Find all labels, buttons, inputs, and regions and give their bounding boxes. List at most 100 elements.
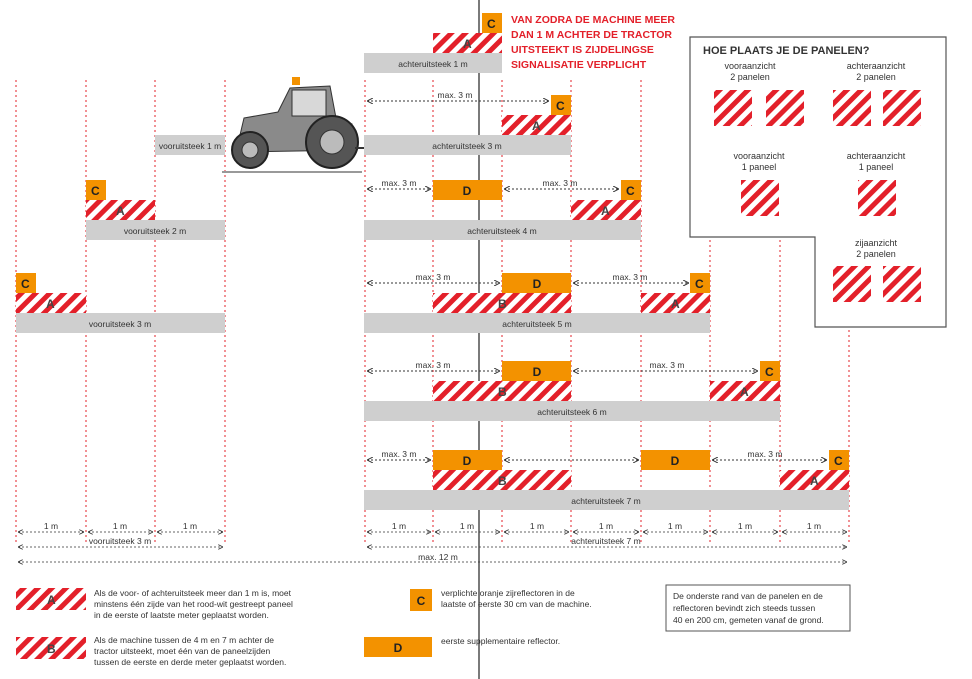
machine-bar xyxy=(155,135,225,155)
panel-letter: A xyxy=(46,297,55,311)
panel-letter: B xyxy=(498,385,507,399)
panel-a xyxy=(433,33,502,53)
ruler-1m-label: 1 m xyxy=(738,521,752,531)
panel-icon xyxy=(766,90,804,126)
ruler-1m-label: 1 m xyxy=(392,521,406,531)
machine-bar xyxy=(364,220,641,240)
reflector-letter: C xyxy=(91,184,100,198)
back2-count: 2 panelen xyxy=(856,72,896,82)
max3-label: max. 3 m xyxy=(382,449,417,459)
panel-a xyxy=(780,470,849,490)
row-achter-5m: max. 3 m D B max. 3 m A C achteruitsteek… xyxy=(364,272,710,333)
panel-letter: A xyxy=(671,297,680,311)
legend-reflector-d xyxy=(364,637,432,657)
legend-panel-a xyxy=(16,588,86,610)
legend-b-line: tractor uitsteekt, moet één van de panee… xyxy=(94,646,271,656)
row-voor-1m: vooruitsteek 1 m xyxy=(155,135,225,155)
max3-label: max. 3 m xyxy=(438,90,473,100)
panel-b xyxy=(433,470,571,490)
reflector-letter: C xyxy=(556,99,565,113)
bar-label: achteruitsteek 3 m xyxy=(432,141,501,151)
row-achter-1m: A C achteruitsteek 1 m xyxy=(364,13,502,73)
ruler-1m-label: 1 m xyxy=(460,521,474,531)
reflector-c xyxy=(621,180,641,200)
reflector-c xyxy=(482,13,502,33)
reflector-letter: C xyxy=(21,277,30,291)
panel-icon xyxy=(833,90,871,126)
legend-a-line: Als de voor- of achteruitsteek meer dan … xyxy=(94,588,292,598)
guide-lines xyxy=(15,80,850,545)
legend-panel-b xyxy=(16,637,86,659)
row-achter-3m: max. 3 m A C achteruitsteek 3 m xyxy=(364,90,571,155)
panel-b xyxy=(433,293,571,313)
ruler-1m-label: 1 m xyxy=(668,521,682,531)
panel-a xyxy=(710,381,780,401)
max3-label: max. 3 m xyxy=(748,449,783,459)
panel-icon xyxy=(883,90,921,126)
machine-bar xyxy=(364,53,502,73)
reflector-c xyxy=(86,180,106,200)
panel-a xyxy=(86,200,155,220)
panel-icon xyxy=(858,180,896,216)
legend-c-line: verplichte oranje zijreflectoren in de xyxy=(441,588,575,598)
reflector-letter: C xyxy=(487,17,496,31)
panel-letter: A xyxy=(532,119,541,133)
bar-label: achteruitsteek 1 m xyxy=(398,59,467,69)
panel-icon xyxy=(714,90,752,126)
reflector-letter: C xyxy=(626,184,635,198)
max3-label: max. 3 m xyxy=(416,272,451,282)
note-line: reflectoren bevindt zich steeds tussen xyxy=(673,603,815,613)
reflector-c xyxy=(551,95,571,115)
machine-bar xyxy=(364,490,849,510)
warning-text: VAN ZODRA DE MACHINE MEER DAN 1 M ACHTER… xyxy=(511,14,675,71)
ruler-1m-label: 1 m xyxy=(530,521,544,531)
panel-letter: A xyxy=(601,204,610,218)
legend-reflector-c xyxy=(410,589,432,611)
reflector-c xyxy=(829,450,849,470)
bar-label: achteruitsteek 4 m xyxy=(467,226,536,236)
reflector-c xyxy=(760,361,780,381)
panel-letter: A xyxy=(463,37,472,51)
ruler-1m-label: 1 m xyxy=(183,521,197,531)
panel-placement-box: HOE PLAATS JE DE PANELEN? vooraanzicht 2… xyxy=(689,36,947,328)
reflector-d xyxy=(502,273,571,293)
panel-a xyxy=(571,200,641,220)
machine-bar xyxy=(364,135,571,155)
reflector-d xyxy=(433,450,502,470)
ruler-max12-label: max. 12 m xyxy=(418,552,458,562)
ruler-achter7-label: achteruitsteek 7 m xyxy=(571,536,640,546)
max3-label: max. 3 m xyxy=(416,360,451,370)
machine-bar xyxy=(86,220,225,240)
legend-c-line: laatste of eerste 30 cm van de machine. xyxy=(441,599,592,609)
reflector-d xyxy=(502,361,571,381)
panel-letter: A xyxy=(810,474,819,488)
max3-label: max. 3 m xyxy=(613,272,648,282)
bar-label: vooruitsteek 2 m xyxy=(124,226,186,236)
machine-bar xyxy=(16,313,225,333)
reflector-letter: D xyxy=(463,454,472,468)
machine-bar xyxy=(364,313,710,333)
legend-b-line: Als de machine tussen de 4 m en 7 m acht… xyxy=(94,635,274,645)
max3-label: max. 3 m xyxy=(382,178,417,188)
side2-label: zijaanzicht xyxy=(855,238,898,248)
warning-line-4: SIGNALISATIE VERPLICHT xyxy=(511,59,647,71)
warning-line-2: DAN 1 M ACHTER DE TRACTOR xyxy=(511,29,672,41)
bar-label: vooruitsteek 1 m xyxy=(159,141,221,151)
side2-count: 2 panelen xyxy=(856,249,896,259)
reflector-letter: D xyxy=(533,365,542,379)
ruler-1m-label: 1 m xyxy=(44,521,58,531)
reflector-d xyxy=(641,450,710,470)
row-voor-3m: C A vooruitsteek 3 m xyxy=(16,273,225,333)
max3-label: max. 3 m xyxy=(543,178,578,188)
legend-d-line: eerste supplementaire reflector. xyxy=(441,636,560,646)
panel-icon xyxy=(883,266,921,302)
reflector-letter: D xyxy=(533,277,542,291)
reflector-letter: D xyxy=(463,184,472,198)
row-achter-4m: max. 3 m D max. 3 m A C achteruitsteek 4… xyxy=(364,178,641,240)
note-line: De onderste rand van de panelen en de xyxy=(673,591,823,601)
legend-letter-b: B xyxy=(47,642,56,656)
back2-label: achteraanzicht xyxy=(847,61,906,71)
measure-rulers xyxy=(18,532,847,562)
